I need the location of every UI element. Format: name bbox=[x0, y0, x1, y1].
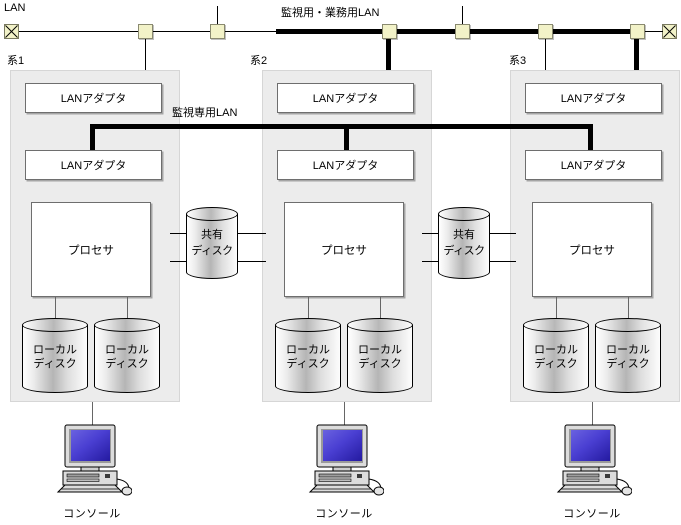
bus-segment-thick-2 bbox=[397, 29, 455, 34]
processor-sys3[interactable]: プロセサ bbox=[532, 202, 652, 297]
lan-tap-1[interactable] bbox=[138, 24, 153, 39]
local-disk-3b: ローカル ディスク bbox=[595, 318, 661, 393]
lan-title: LAN bbox=[4, 2, 26, 14]
drop-line-sys1-thin bbox=[145, 39, 146, 77]
system-label-2: 系2 bbox=[250, 55, 268, 67]
bus-label: 監視用・業務用LAN bbox=[281, 7, 380, 19]
local-disk-1b: ローカル ディスク bbox=[94, 318, 160, 393]
tap-stub-2 bbox=[217, 6, 218, 24]
wire-console-sys2 bbox=[344, 402, 345, 425]
wire-proc-localdisk-1b bbox=[127, 297, 128, 319]
local-disk-3a: ローカル ディスク bbox=[523, 318, 589, 393]
lan-adapter-lower-sys3[interactable]: LANアダプタ bbox=[525, 150, 662, 180]
wire-shared1-left-bot bbox=[170, 261, 192, 262]
wire-shared1-right-bot bbox=[238, 261, 266, 262]
private-lan-spine bbox=[90, 124, 593, 129]
local-disk-2a-line1: ローカル bbox=[286, 344, 330, 356]
wire-proc-localdisk-3a bbox=[556, 297, 557, 319]
wire-proc-localdisk-2a bbox=[308, 297, 309, 319]
lan-tap-5[interactable] bbox=[538, 24, 553, 39]
wire-proc-localdisk-2b bbox=[380, 297, 381, 319]
left-terminator-icon bbox=[4, 24, 19, 39]
bus-segment-thick-3 bbox=[470, 29, 538, 34]
lan-adapter-upper-sys3[interactable]: LANアダプタ bbox=[525, 83, 662, 113]
local-disk-2b-line2: ディスク bbox=[358, 358, 402, 370]
shared-disk-1-line1: 共有 bbox=[201, 229, 223, 241]
console-computer-1[interactable] bbox=[52, 424, 133, 496]
private-lan-drop-1 bbox=[90, 124, 95, 150]
wire-shared1-left-top bbox=[170, 233, 192, 234]
local-disk-3a-line1: ローカル bbox=[534, 344, 578, 356]
lan-tap-4[interactable] bbox=[455, 24, 470, 39]
local-disk-1a-line2: ディスク bbox=[33, 358, 77, 370]
right-terminator-icon bbox=[662, 24, 677, 39]
lan-adapter-upper-sys1[interactable]: LANアダプタ bbox=[25, 83, 162, 113]
lan-adapter-lower-sys1[interactable]: LANアダプタ bbox=[25, 150, 162, 180]
wire-shared2-right-top bbox=[490, 233, 516, 234]
private-lan-label: 監視専用LAN bbox=[172, 107, 238, 119]
console-label-3: コンソール bbox=[563, 508, 621, 520]
bus-segment-right-thin bbox=[645, 31, 663, 32]
local-disk-1b-line2: ディスク bbox=[105, 358, 149, 370]
shared-disk-1-line2: ディスク bbox=[191, 245, 233, 257]
bus-segment-left-thin bbox=[19, 31, 138, 32]
lan-tap-6[interactable] bbox=[630, 24, 645, 39]
console-computer-3[interactable] bbox=[552, 424, 633, 496]
local-disk-2a: ローカル ディスク bbox=[275, 318, 341, 393]
tap-stub-4 bbox=[462, 6, 463, 24]
bus-segment-thin-2 bbox=[153, 31, 210, 32]
wire-console-sys3 bbox=[592, 402, 593, 425]
local-disk-2b: ローカル ディスク bbox=[347, 318, 413, 393]
drop-line-sys2-thick bbox=[386, 39, 391, 77]
shared-disk-1: 共有 ディスク bbox=[186, 207, 238, 279]
console-computer-2[interactable] bbox=[304, 424, 385, 496]
processor-sys2[interactable]: プロセサ bbox=[284, 202, 404, 297]
lan-adapter-lower-sys2[interactable]: LANアダプタ bbox=[277, 150, 414, 180]
bus-segment-thick-1 bbox=[276, 29, 382, 34]
wire-proc-localdisk-3b bbox=[628, 297, 629, 319]
wire-console-sys1 bbox=[92, 402, 93, 425]
lan-tap-3[interactable] bbox=[382, 24, 397, 39]
wire-shared2-left-top bbox=[422, 233, 444, 234]
local-disk-1a: ローカル ディスク bbox=[22, 318, 88, 393]
processor-sys1[interactable]: プロセサ bbox=[31, 202, 151, 297]
local-disk-1a-line1: ローカル bbox=[33, 344, 77, 356]
lan-tap-2[interactable] bbox=[210, 24, 225, 39]
private-lan-drop-3 bbox=[588, 124, 593, 150]
shared-disk-2-line2: ディスク bbox=[443, 245, 485, 257]
lan-adapter-upper-sys2[interactable]: LANアダプタ bbox=[277, 83, 414, 113]
system-label-3: 系3 bbox=[509, 55, 527, 67]
drop-line-sys3-thick bbox=[634, 39, 639, 77]
drop-line-sys3-thin bbox=[545, 39, 546, 77]
local-disk-3a-line2: ディスク bbox=[534, 358, 578, 370]
system-label-1: 系1 bbox=[7, 55, 25, 67]
console-label-2: コンソール bbox=[315, 508, 373, 520]
private-lan-drop-2 bbox=[344, 124, 349, 150]
local-disk-3b-line2: ディスク bbox=[606, 358, 650, 370]
wire-shared2-right-bot bbox=[490, 261, 516, 262]
bus-segment-thick-4 bbox=[553, 29, 630, 34]
shared-disk-2: 共有 ディスク bbox=[438, 207, 490, 279]
local-disk-2a-line2: ディスク bbox=[286, 358, 330, 370]
local-disk-3b-line1: ローカル bbox=[606, 344, 650, 356]
shared-disk-2-line1: 共有 bbox=[453, 229, 475, 241]
wire-shared2-left-bot bbox=[422, 261, 444, 262]
local-disk-2b-line1: ローカル bbox=[358, 344, 402, 356]
bus-segment-thin-3 bbox=[225, 31, 276, 32]
console-label-1: コンソール bbox=[63, 508, 121, 520]
local-disk-1b-line1: ローカル bbox=[105, 344, 149, 356]
wire-proc-localdisk-1a bbox=[55, 297, 56, 319]
wire-shared1-right-top bbox=[238, 233, 266, 234]
